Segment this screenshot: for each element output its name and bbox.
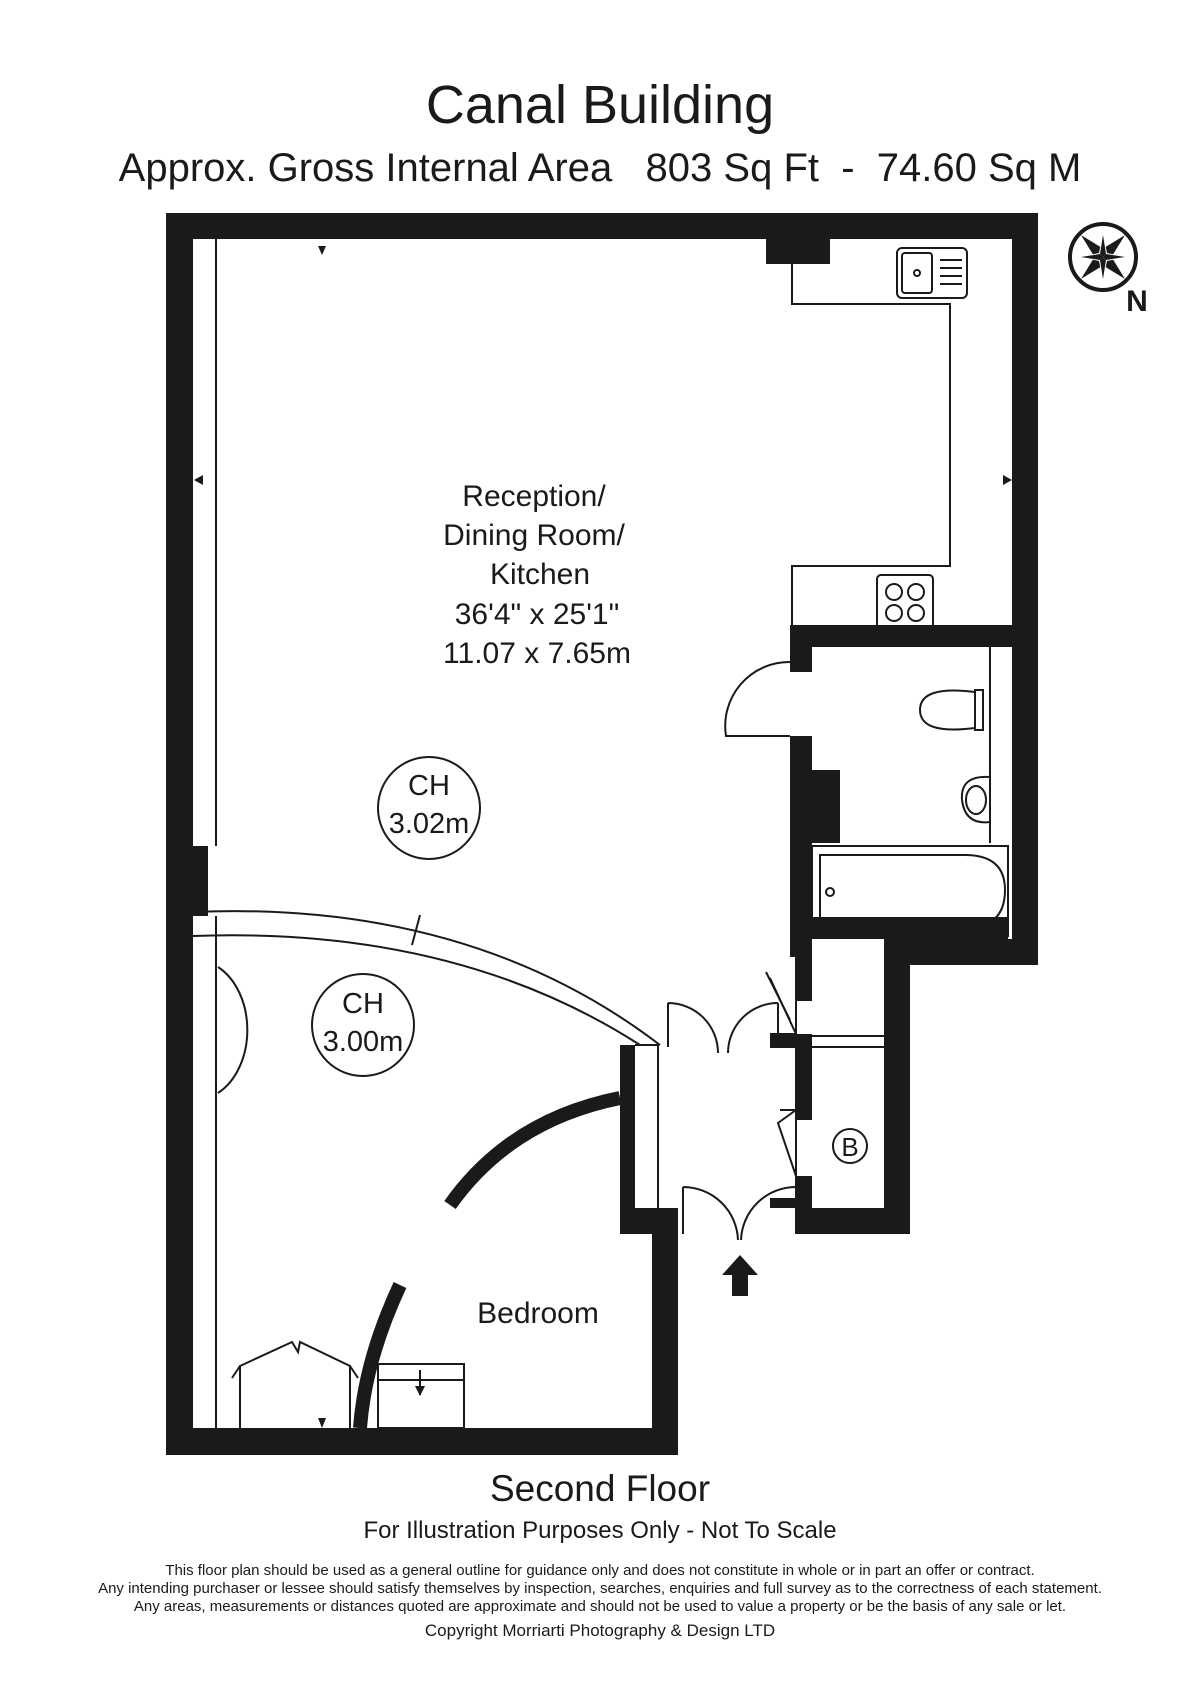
opening-markers — [194, 246, 1012, 1428]
reception-name-line-3: Kitchen — [490, 558, 590, 591]
boiler-label: B — [841, 1132, 858, 1162]
reception-name-line-1: Reception/ — [462, 480, 606, 513]
reception-dimensions-metric: 11.07 x 7.65m — [443, 637, 631, 670]
reception-name-line-2: Dining Room/ — [443, 519, 625, 552]
curved-partition — [191, 910, 661, 1046]
gross-internal-area: Approx. Gross Internal Area 803 Sq Ft - … — [118, 146, 1082, 190]
bathroom-fittings — [811, 647, 1009, 937]
kitchen-counter — [791, 247, 968, 631]
compass-icon — [1068, 222, 1138, 292]
outer-walls — [166, 213, 1038, 1455]
entrance-arrow-icon — [722, 1255, 758, 1296]
illustration-notice: For Illustration Purposes Only - Not To … — [363, 1517, 837, 1544]
wardrobe — [231, 1340, 465, 1429]
copyright: Copyright Morriarti Photography & Design… — [424, 1621, 776, 1640]
boiler-icon: B — [832, 1128, 868, 1164]
ceiling-height-marker-1: CH 3.02m — [377, 756, 481, 860]
bathroom-walls — [790, 625, 1012, 957]
ceiling-height-marker-2: CH 3.00m — [311, 973, 415, 1077]
compass-north-label: N — [1126, 285, 1148, 318]
floor-name: Second Floor — [489, 1468, 711, 1509]
door-swings — [217, 660, 798, 1241]
west-windows — [166, 239, 217, 1428]
bedroom-curved-screens — [353, 1091, 622, 1429]
ceiling-height-value: 3.00m — [323, 1026, 404, 1058]
disclaimer-line-3: Any areas, measurements or distances quo… — [133, 1598, 1067, 1615]
ceiling-height-label: CH — [342, 988, 384, 1020]
bedroom-label: Bedroom — [477, 1297, 599, 1330]
plan-title: Canal Building — [425, 75, 775, 135]
reception-label: Reception/ Dining Room/ Kitchen 36'4" x … — [443, 480, 631, 670]
disclaimer-line-1: This floor plan should be used as a gene… — [165, 1562, 1035, 1579]
ceiling-height-value: 3.02m — [389, 808, 470, 840]
hall-partitions — [635, 939, 884, 1234]
disclaimer-line-2: Any intending purchaser or lessee should… — [98, 1580, 1102, 1597]
ceiling-height-label: CH — [408, 770, 450, 802]
reception-dimensions-imperial: 36'4" x 25'1" — [455, 598, 620, 631]
